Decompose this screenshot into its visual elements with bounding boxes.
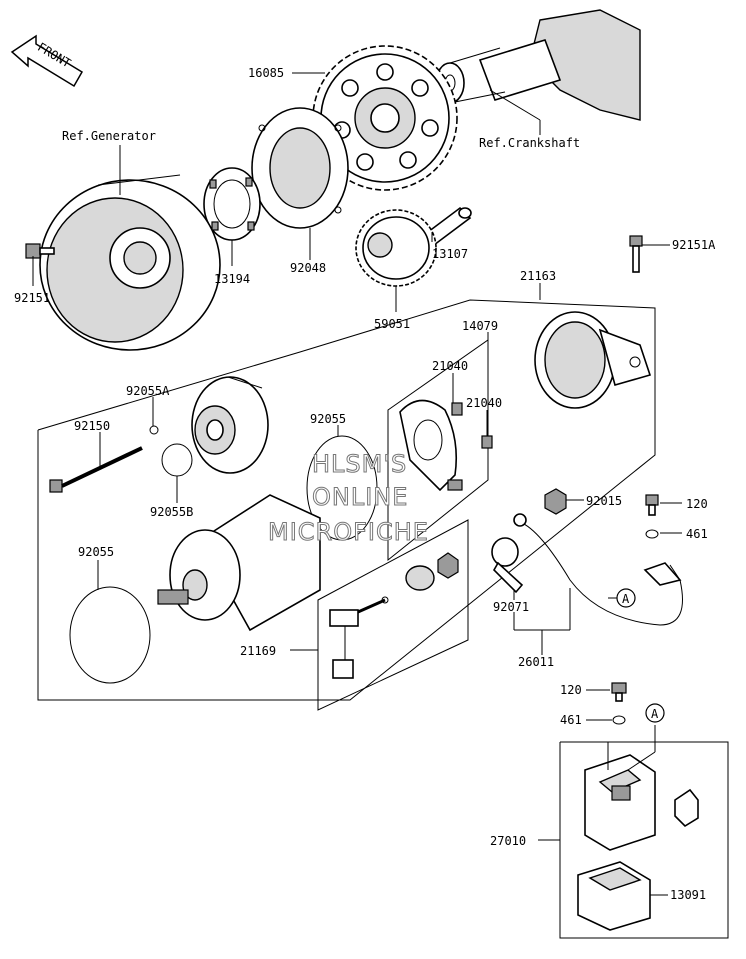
- washer-terminal: [405, 565, 435, 591]
- label-13107: 13107: [432, 247, 468, 261]
- ring-gear-plate-92048: [251, 107, 349, 229]
- label-92150: 92150: [74, 419, 110, 433]
- brush-21040-upper: [451, 402, 463, 416]
- label-21169: 21169: [240, 644, 276, 658]
- label-461-upper: 461: [686, 527, 708, 541]
- one-way-clutch-13194: [203, 167, 261, 241]
- watermark-line-1: HLSM'S: [312, 450, 407, 478]
- cable-26011: [519, 521, 683, 626]
- label-ref-generator: Ref.Generator: [62, 129, 156, 143]
- label-92015: 92015: [586, 494, 622, 508]
- label-21040-upper: 21040: [432, 359, 468, 373]
- o-ring-92055-lower: [69, 586, 151, 684]
- generator-rotor: [39, 174, 221, 351]
- relay-cover-13091: [577, 861, 651, 931]
- label-13194: 13194: [214, 272, 250, 286]
- label-ref-crankshaft: Ref.Crankshaft: [479, 136, 580, 150]
- brush-21040-lower: [481, 435, 493, 449]
- through-bolt-92150: [49, 446, 143, 493]
- label-13091: 13091: [670, 888, 706, 902]
- brush-plate-14079: [399, 399, 463, 492]
- svg-text:A: A: [651, 707, 659, 721]
- label-16085: 16085: [248, 66, 284, 80]
- label-21163: 21163: [520, 269, 556, 283]
- part-labels: Ref.Generator Ref.Crankshaft 16085 13194…: [14, 66, 716, 902]
- starter-front-cover: [191, 376, 269, 474]
- watermark-line-3: MICROFICHE: [268, 518, 429, 546]
- watermark: HLSM'S ONLINE MICROFICHE: [268, 450, 429, 547]
- washer-461-lower: [612, 715, 626, 725]
- marker-a-lower: A: [645, 703, 665, 723]
- label-92151: 92151: [14, 291, 50, 305]
- relay-frame: [559, 741, 729, 939]
- o-ring-92055b: [161, 443, 193, 477]
- label-120-lower: 120: [560, 683, 582, 697]
- leader-lines: [32, 72, 682, 896]
- label-21040-lower: 21040: [466, 396, 502, 410]
- label-14079: 14079: [462, 319, 498, 333]
- label-461-lower: 461: [560, 713, 582, 727]
- label-92071: 92071: [493, 600, 529, 614]
- label-59051: 59051: [374, 317, 410, 331]
- starter-gear-16085: [312, 45, 458, 191]
- label-92055-upper: 92055: [310, 412, 346, 426]
- svg-text:A: A: [622, 592, 630, 606]
- bolt-92151a: [629, 235, 643, 273]
- terminal-bolt-21169: [329, 596, 389, 679]
- starter-relay-27010: [584, 742, 656, 851]
- label-27010: 27010: [490, 834, 526, 848]
- starter-motor-body: [157, 494, 321, 632]
- cap-92071: [491, 537, 524, 594]
- starter-group-frame: [37, 299, 656, 701]
- brush-holder-frame: [387, 339, 489, 562]
- label-92055b: 92055B: [150, 505, 193, 519]
- label-92151a: 92151A: [672, 238, 716, 252]
- bolt-120-upper: [645, 494, 659, 516]
- label-92055a: 92055A: [126, 384, 170, 398]
- label-92048: 92048: [290, 261, 326, 275]
- bolt-120-lower: [611, 682, 627, 702]
- marker-a-upper: A: [616, 588, 636, 608]
- crankshaft: [435, 9, 641, 121]
- fuse: [674, 788, 699, 828]
- o-ring-92055-upper: [306, 435, 378, 541]
- nut-92015: [544, 488, 567, 515]
- label-26011: 26011: [518, 655, 554, 669]
- watermark-line-2: ONLINE: [312, 483, 408, 511]
- cable-terminal-end: [513, 513, 527, 527]
- washer-461-upper: [645, 529, 659, 539]
- idle-gear-59051: [355, 209, 437, 287]
- nut-terminal: [437, 552, 459, 579]
- front-arrow-icon: FRONT: [10, 34, 84, 88]
- label-92055-lower: 92055: [78, 545, 114, 559]
- end-cover-21163: [534, 311, 652, 409]
- o-ring-92055a: [149, 425, 159, 435]
- label-120-upper: 120: [686, 497, 708, 511]
- terminal-frame: [317, 519, 469, 711]
- cable-bracket: [643, 562, 682, 586]
